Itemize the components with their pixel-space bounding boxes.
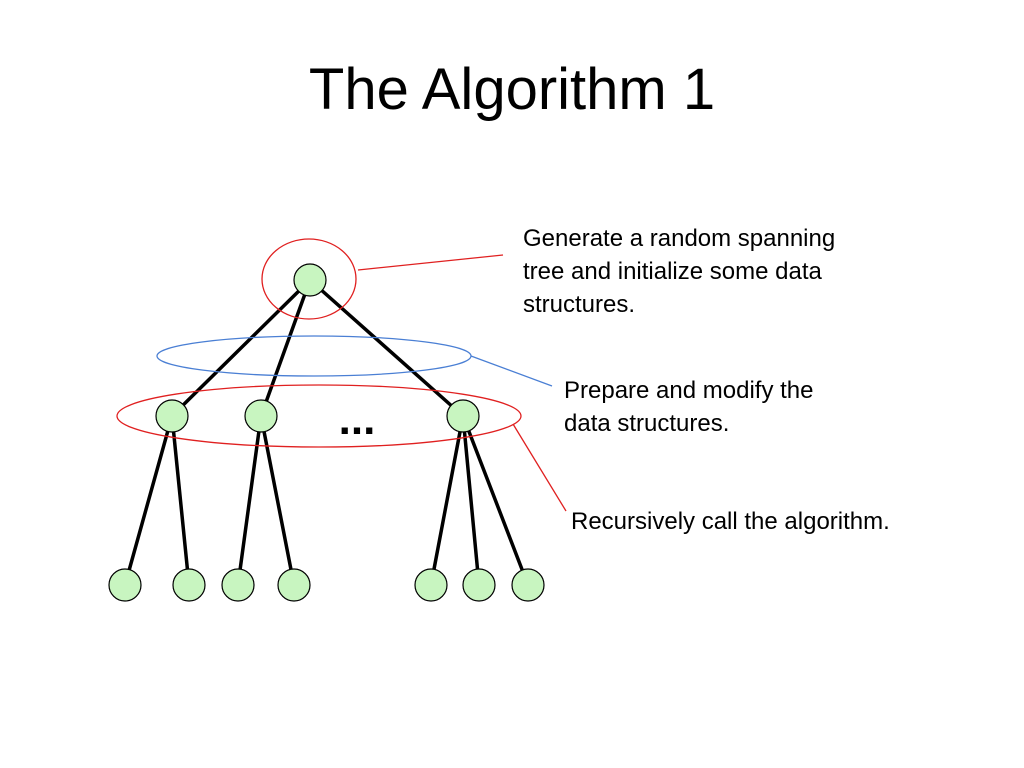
edge-child3-leaf2 — [461, 414, 481, 587]
node-child2 — [244, 399, 278, 433]
node-leaf — [414, 568, 448, 602]
edge-child2-leaf1 — [236, 414, 263, 587]
node-leaf — [221, 568, 255, 602]
annotation-recurse: Recursively call the algorithm. — [571, 508, 890, 535]
node-child3 — [446, 399, 480, 433]
node-child1 — [155, 399, 189, 433]
callout-line-recurse — [512, 423, 567, 512]
edge-child2-leaf2 — [259, 414, 296, 587]
callout-line-generate — [357, 254, 504, 271]
edge-child3-leaf3 — [461, 414, 530, 587]
node-leaf — [462, 568, 496, 602]
edge-root-child2 — [259, 278, 312, 418]
root-highlight-ellipse — [261, 238, 357, 320]
node-leaf — [172, 568, 206, 602]
node-leaf — [277, 568, 311, 602]
edge-child1-leaf2 — [170, 414, 191, 587]
callout-line-prepare — [470, 355, 553, 387]
annotation-prepare: Prepare and modify the data structures. — [564, 377, 814, 437]
node-leaf — [511, 568, 545, 602]
edge-root-child3 — [308, 278, 465, 418]
node-root — [293, 263, 327, 297]
edge-root-child1 — [170, 278, 312, 418]
ellipsis-label: ... — [339, 395, 376, 444]
edge-child1-leaf1 — [123, 414, 174, 587]
slide-title: The Algorithm 1 — [308, 57, 716, 122]
node-leaf — [108, 568, 142, 602]
children-highlight-ellipse — [116, 384, 522, 448]
annotation-generate: Generate a random spanning tree and init… — [523, 225, 836, 318]
edges-highlight-ellipse — [156, 335, 472, 377]
edge-child3-leaf1 — [429, 414, 465, 587]
